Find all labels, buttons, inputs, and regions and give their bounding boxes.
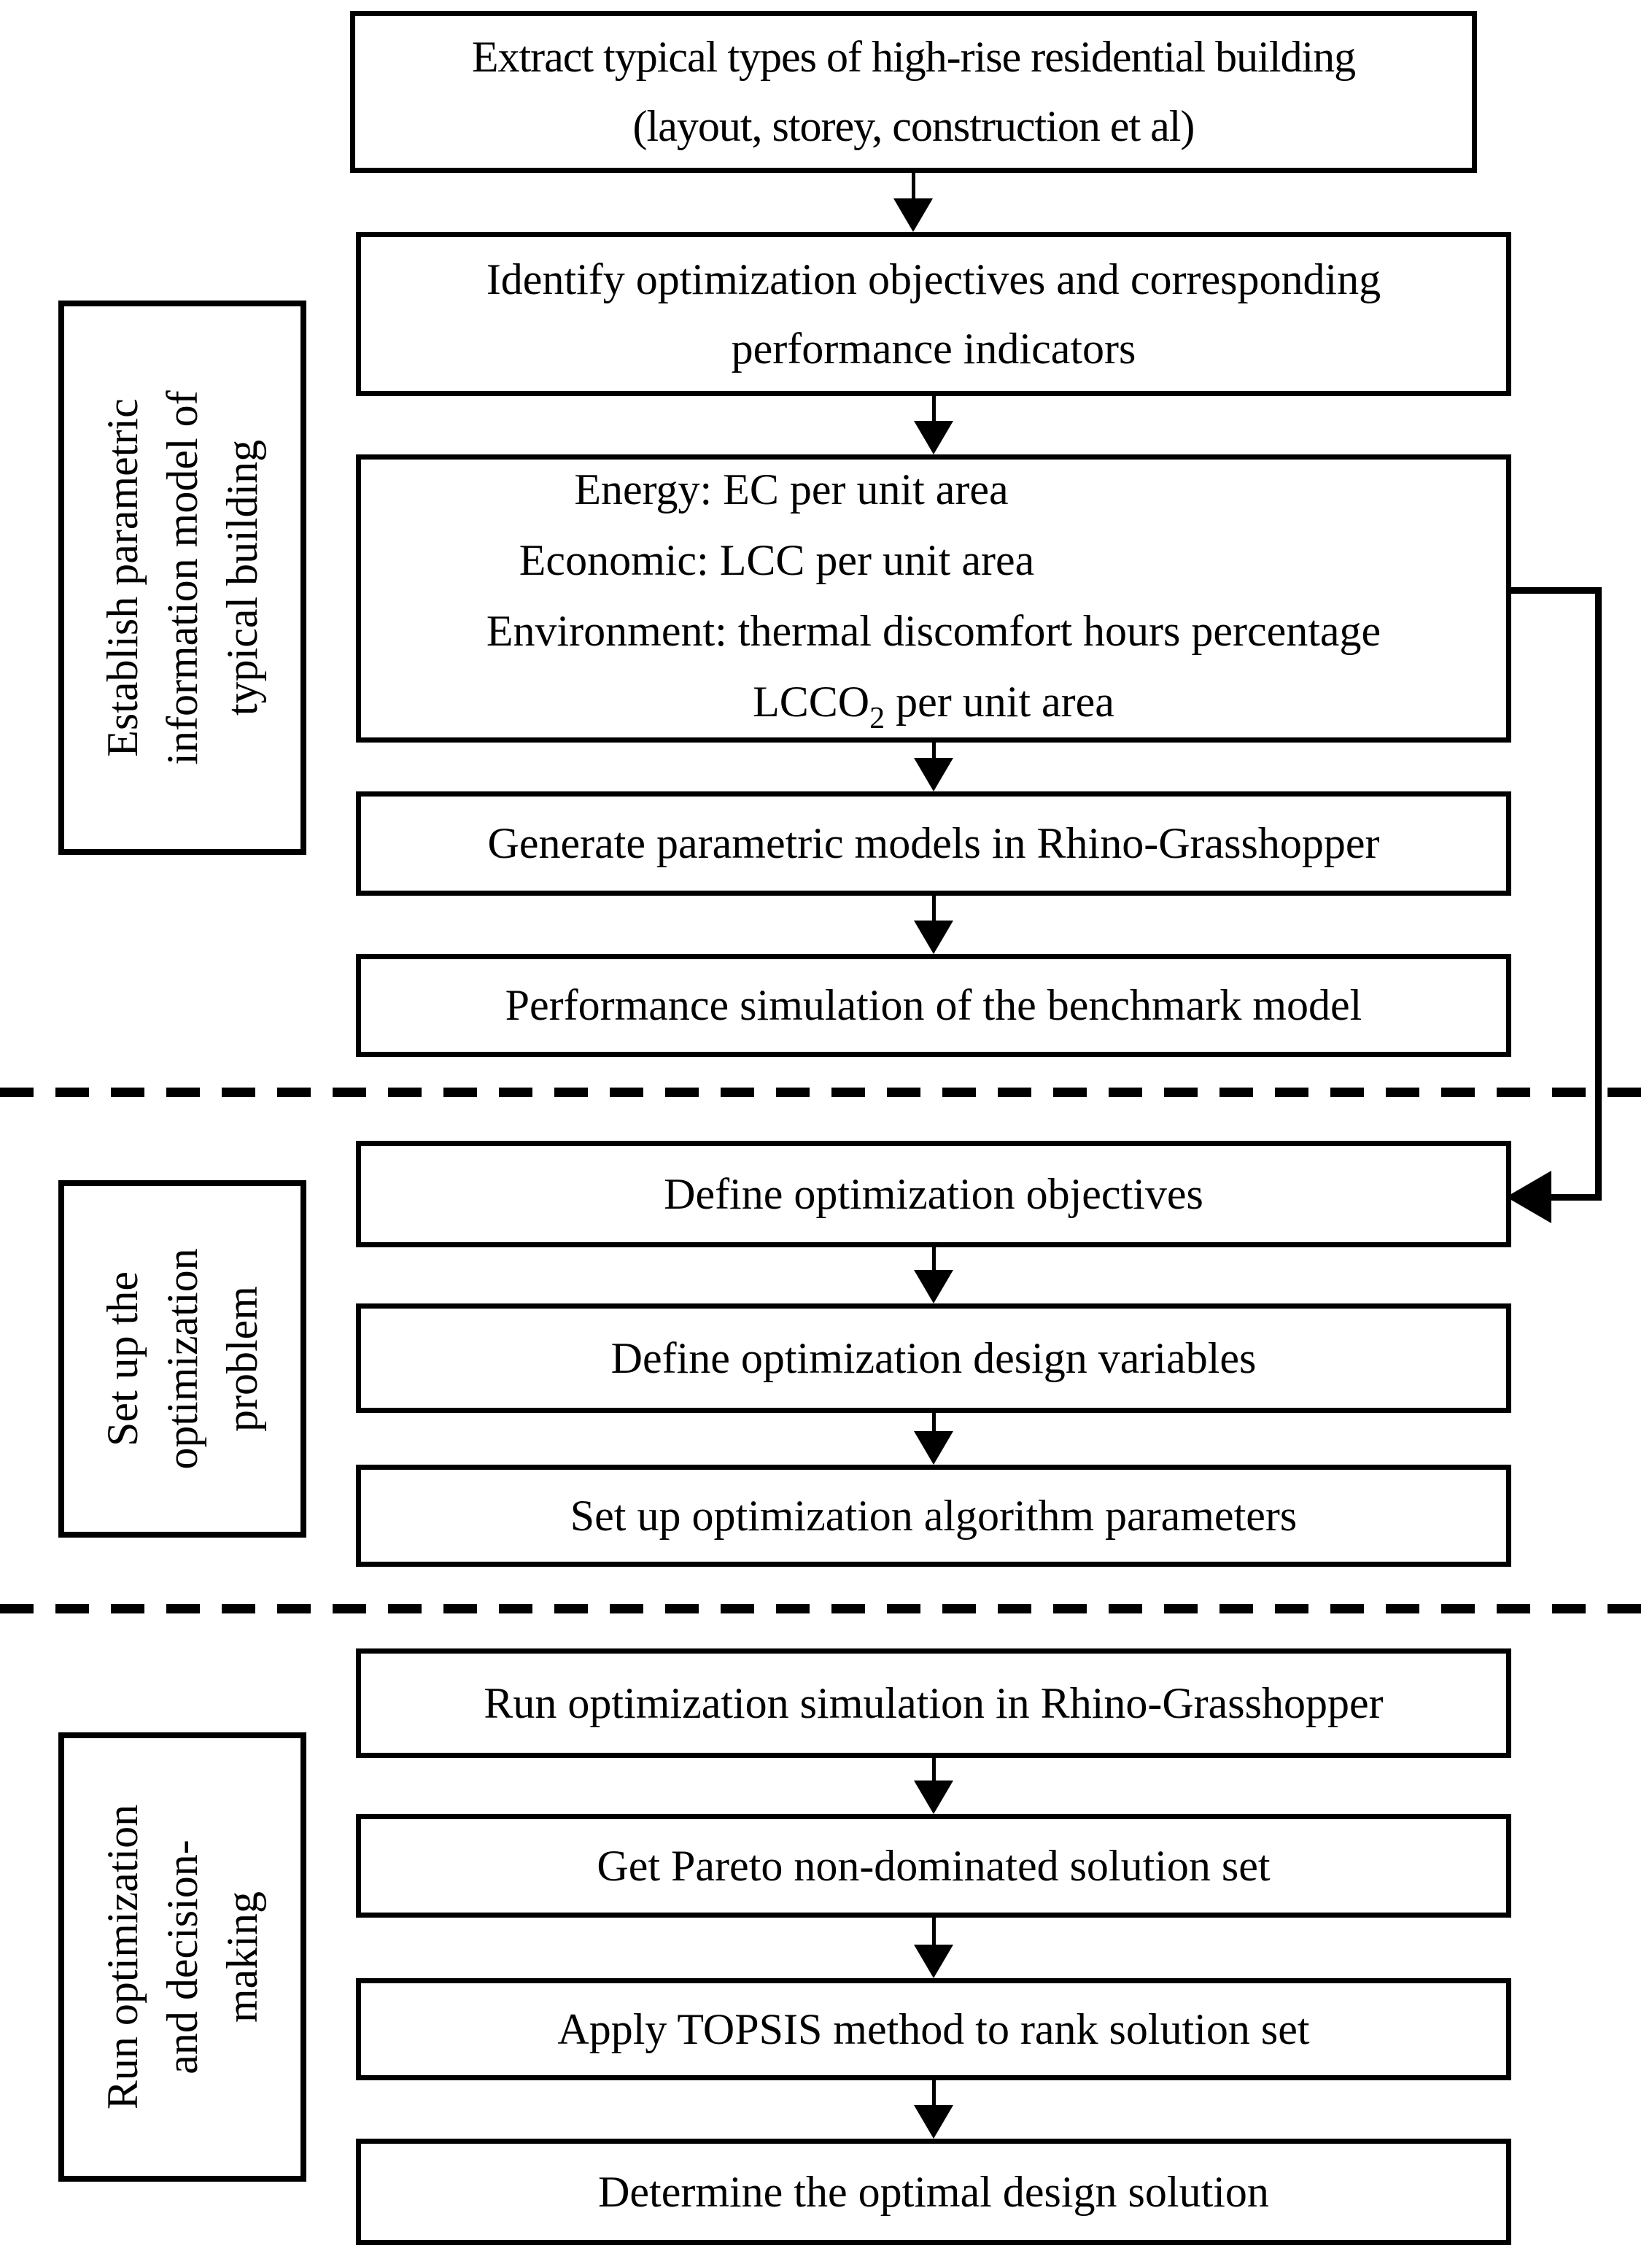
section-label-run-decision: Run optimization and decision- making [58,1732,306,2182]
flow-box-performance-indicators: Energy: EC per unit area Economic: LCC p… [356,454,1511,743]
connector-vertical [1595,587,1602,1201]
lcco2-post: per unit area [885,678,1114,726]
arrow-run-to-pareto [913,1758,954,1814]
section-label-setup-problem-text: Set up the optimization problem [98,1248,266,1470]
lcco2-subscript: 2 [869,702,885,735]
arrow-shaft [931,1247,936,1270]
arrow-down-head-icon [914,2105,953,2139]
section-divider-2 [0,1604,1652,1613]
connector-arrow-left-head-icon [1506,1171,1551,1223]
flow-box-run-simulation: Run optimization simulation in Rhino-Gra… [356,1648,1511,1758]
arrow-down-head-icon [914,1781,953,1814]
flow-box-define-objectives: Define optimization objectives [356,1141,1511,1247]
arrow-topsis-to-determine [913,2080,954,2139]
arrow-shaft [931,1413,936,1431]
arrow-shaft [931,2080,936,2105]
connector-horizontal-bottom [1550,1194,1602,1201]
lcco2-pre: LCCO [753,678,870,726]
indicator-economic: Economic: LCC per unit area [519,536,1035,584]
arrow-down-head-icon [914,921,953,954]
arrow-shaft [931,743,936,758]
flow-box-benchmark-simulation: Performance simulation of the benchmark … [356,954,1511,1057]
arrow-down-head-icon [893,198,933,232]
arrow-extract-to-identify [893,173,934,232]
arrow-down-head-icon [914,1431,953,1465]
connector-horizontal-top [1506,587,1602,594]
arrow-objectives-to-variables [913,1247,954,1303]
flow-box-setup-algorithm: Set up optimization algorithm parameters [356,1465,1511,1567]
indicator-environment: Environment: thermal discomfort hours pe… [486,607,1381,655]
arrow-variables-to-algorithm [913,1413,954,1465]
flow-box-identify-objectives: Identify optimization objectives and cor… [356,232,1511,396]
arrow-down-head-icon [914,1270,953,1303]
arrow-indicators-to-generate [913,743,954,791]
indicator-lcco2: LCCO2 per unit area [753,667,1114,737]
flow-box-pareto-set: Get Pareto non-dominated solution set [356,1814,1511,1918]
section-label-setup-problem: Set up the optimization problem [58,1180,306,1538]
arrow-identify-to-indicators [913,396,954,454]
arrow-down-head-icon [914,758,953,791]
section-label-establish-model: Establish parametric information model o… [58,301,306,855]
arrow-shaft [911,173,915,198]
section-label-establish-model-text: Establish parametric information model o… [98,390,266,765]
indicator-energy: Energy: EC per unit area [574,465,1009,514]
section-label-run-decision-text: Run optimization and decision- making [98,1804,266,2110]
arrow-shaft [931,1918,936,1945]
arrow-shaft [931,396,936,421]
arrow-shaft [931,896,936,921]
flow-box-topsis-rank: Apply TOPSIS method to rank solution set [356,1978,1511,2080]
flow-box-generate-models: Generate parametric models in Rhino-Gras… [356,791,1511,896]
flow-box-define-variables: Define optimization design variables [356,1303,1511,1413]
arrow-shaft [931,1758,936,1781]
flow-box-optimal-solution: Determine the optimal design solution [356,2139,1511,2245]
arrow-down-head-icon [914,421,953,454]
section-divider-1 [0,1088,1652,1097]
arrow-down-head-icon [914,1945,953,1978]
arrow-pareto-to-topsis [913,1918,954,1978]
flow-box-extract-types: Extract typical types of high-rise resid… [350,11,1477,173]
arrow-generate-to-benchmark [913,896,954,954]
